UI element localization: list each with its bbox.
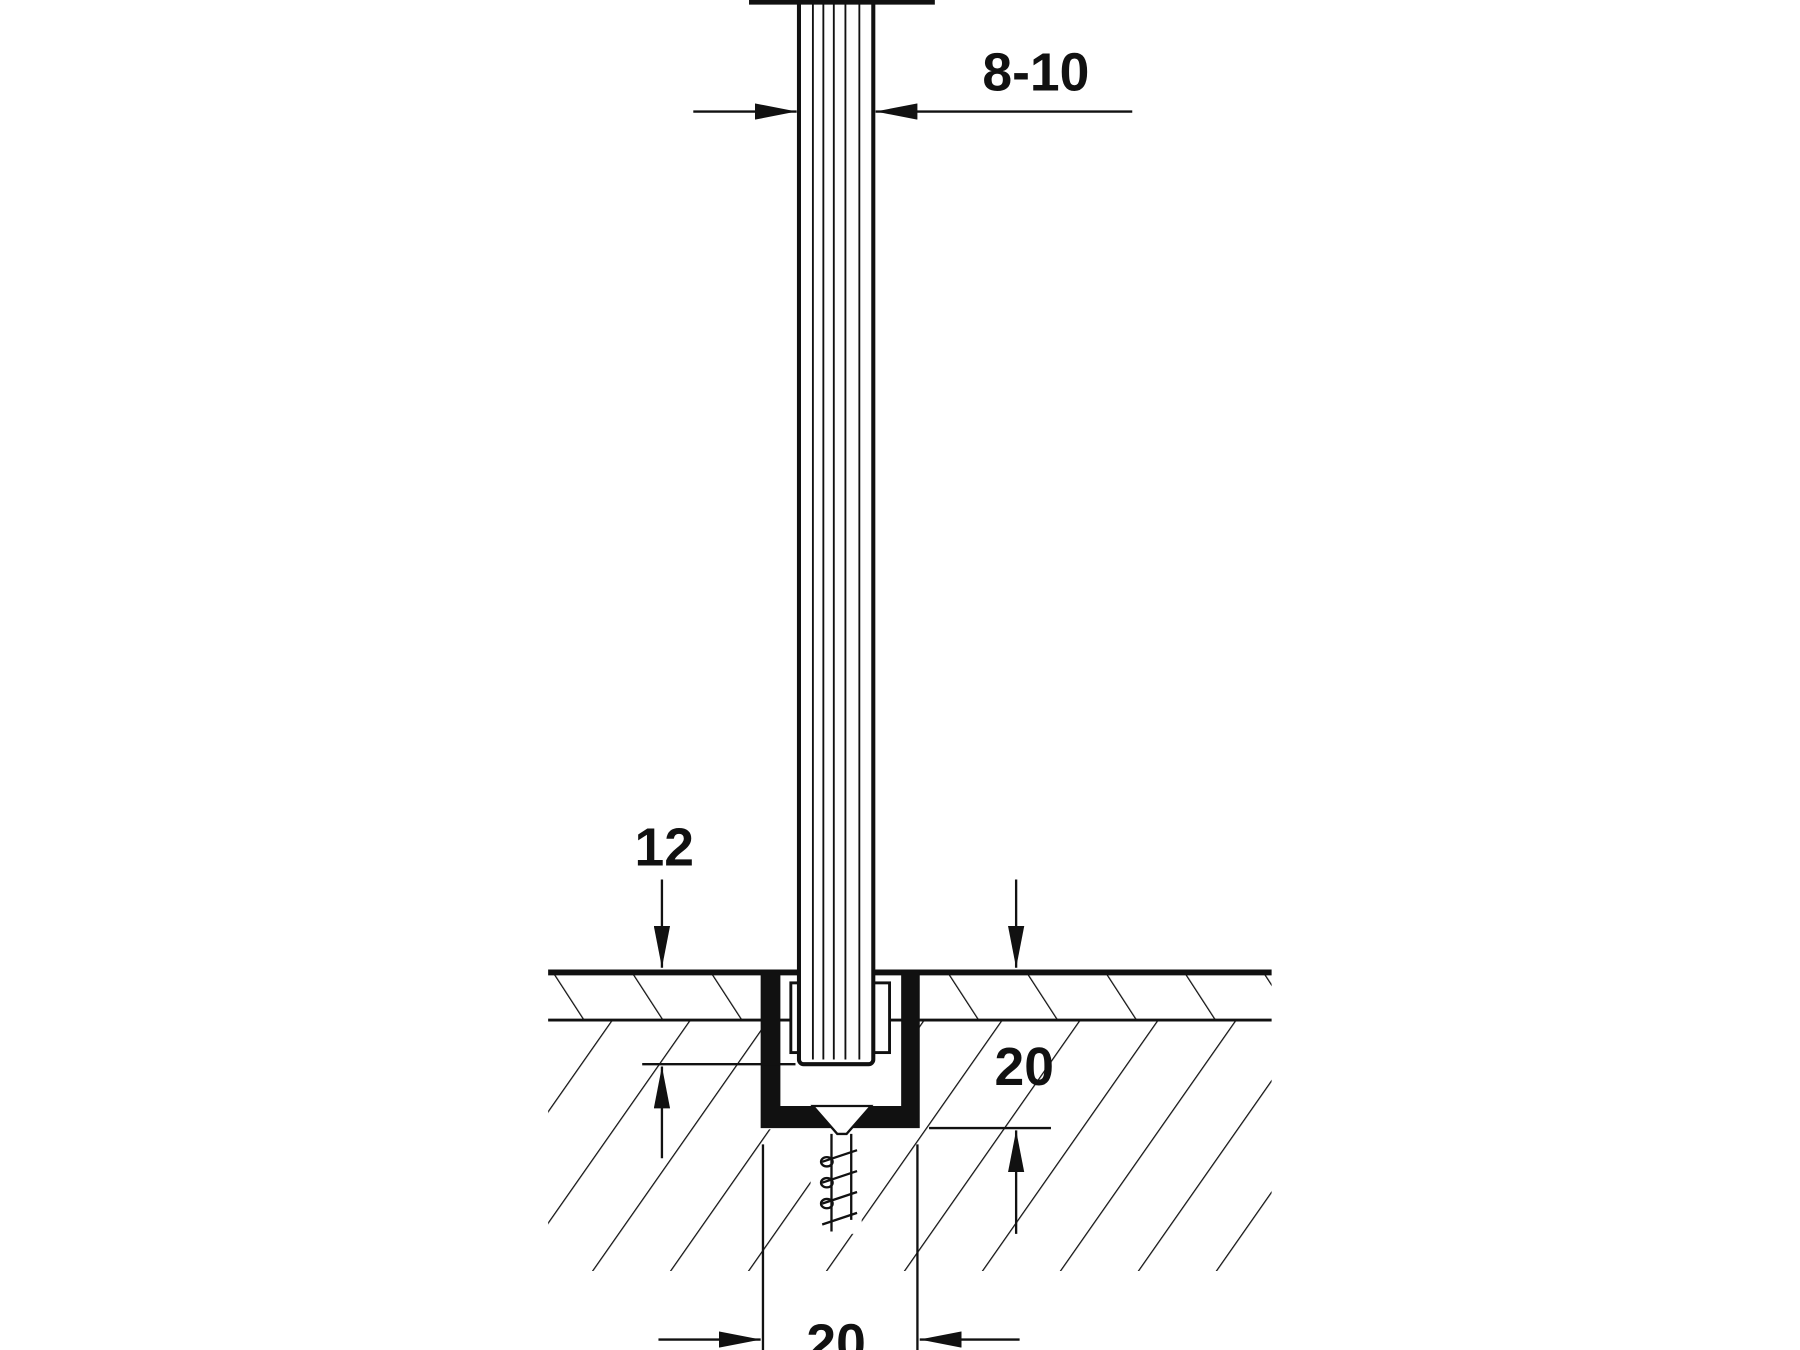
- dimension-label-top-layer: 12: [635, 819, 694, 878]
- dimension-label-channel-depth: 20: [995, 1038, 1054, 1097]
- dimension-label-channel-width: 20: [806, 1315, 865, 1350]
- screw-head: [810, 1104, 874, 1136]
- dimension-top-layer: [642, 879, 1025, 1159]
- u-channel-profile: [760, 970, 920, 1129]
- dimension-channel-depth: [929, 1126, 1051, 1234]
- dimension-label-panel-thickness: 8-10: [982, 44, 1089, 103]
- glass-panel: [749, 0, 935, 1067]
- dimension-channel-width: [658, 1144, 1020, 1350]
- screw-icon: [819, 1133, 858, 1232]
